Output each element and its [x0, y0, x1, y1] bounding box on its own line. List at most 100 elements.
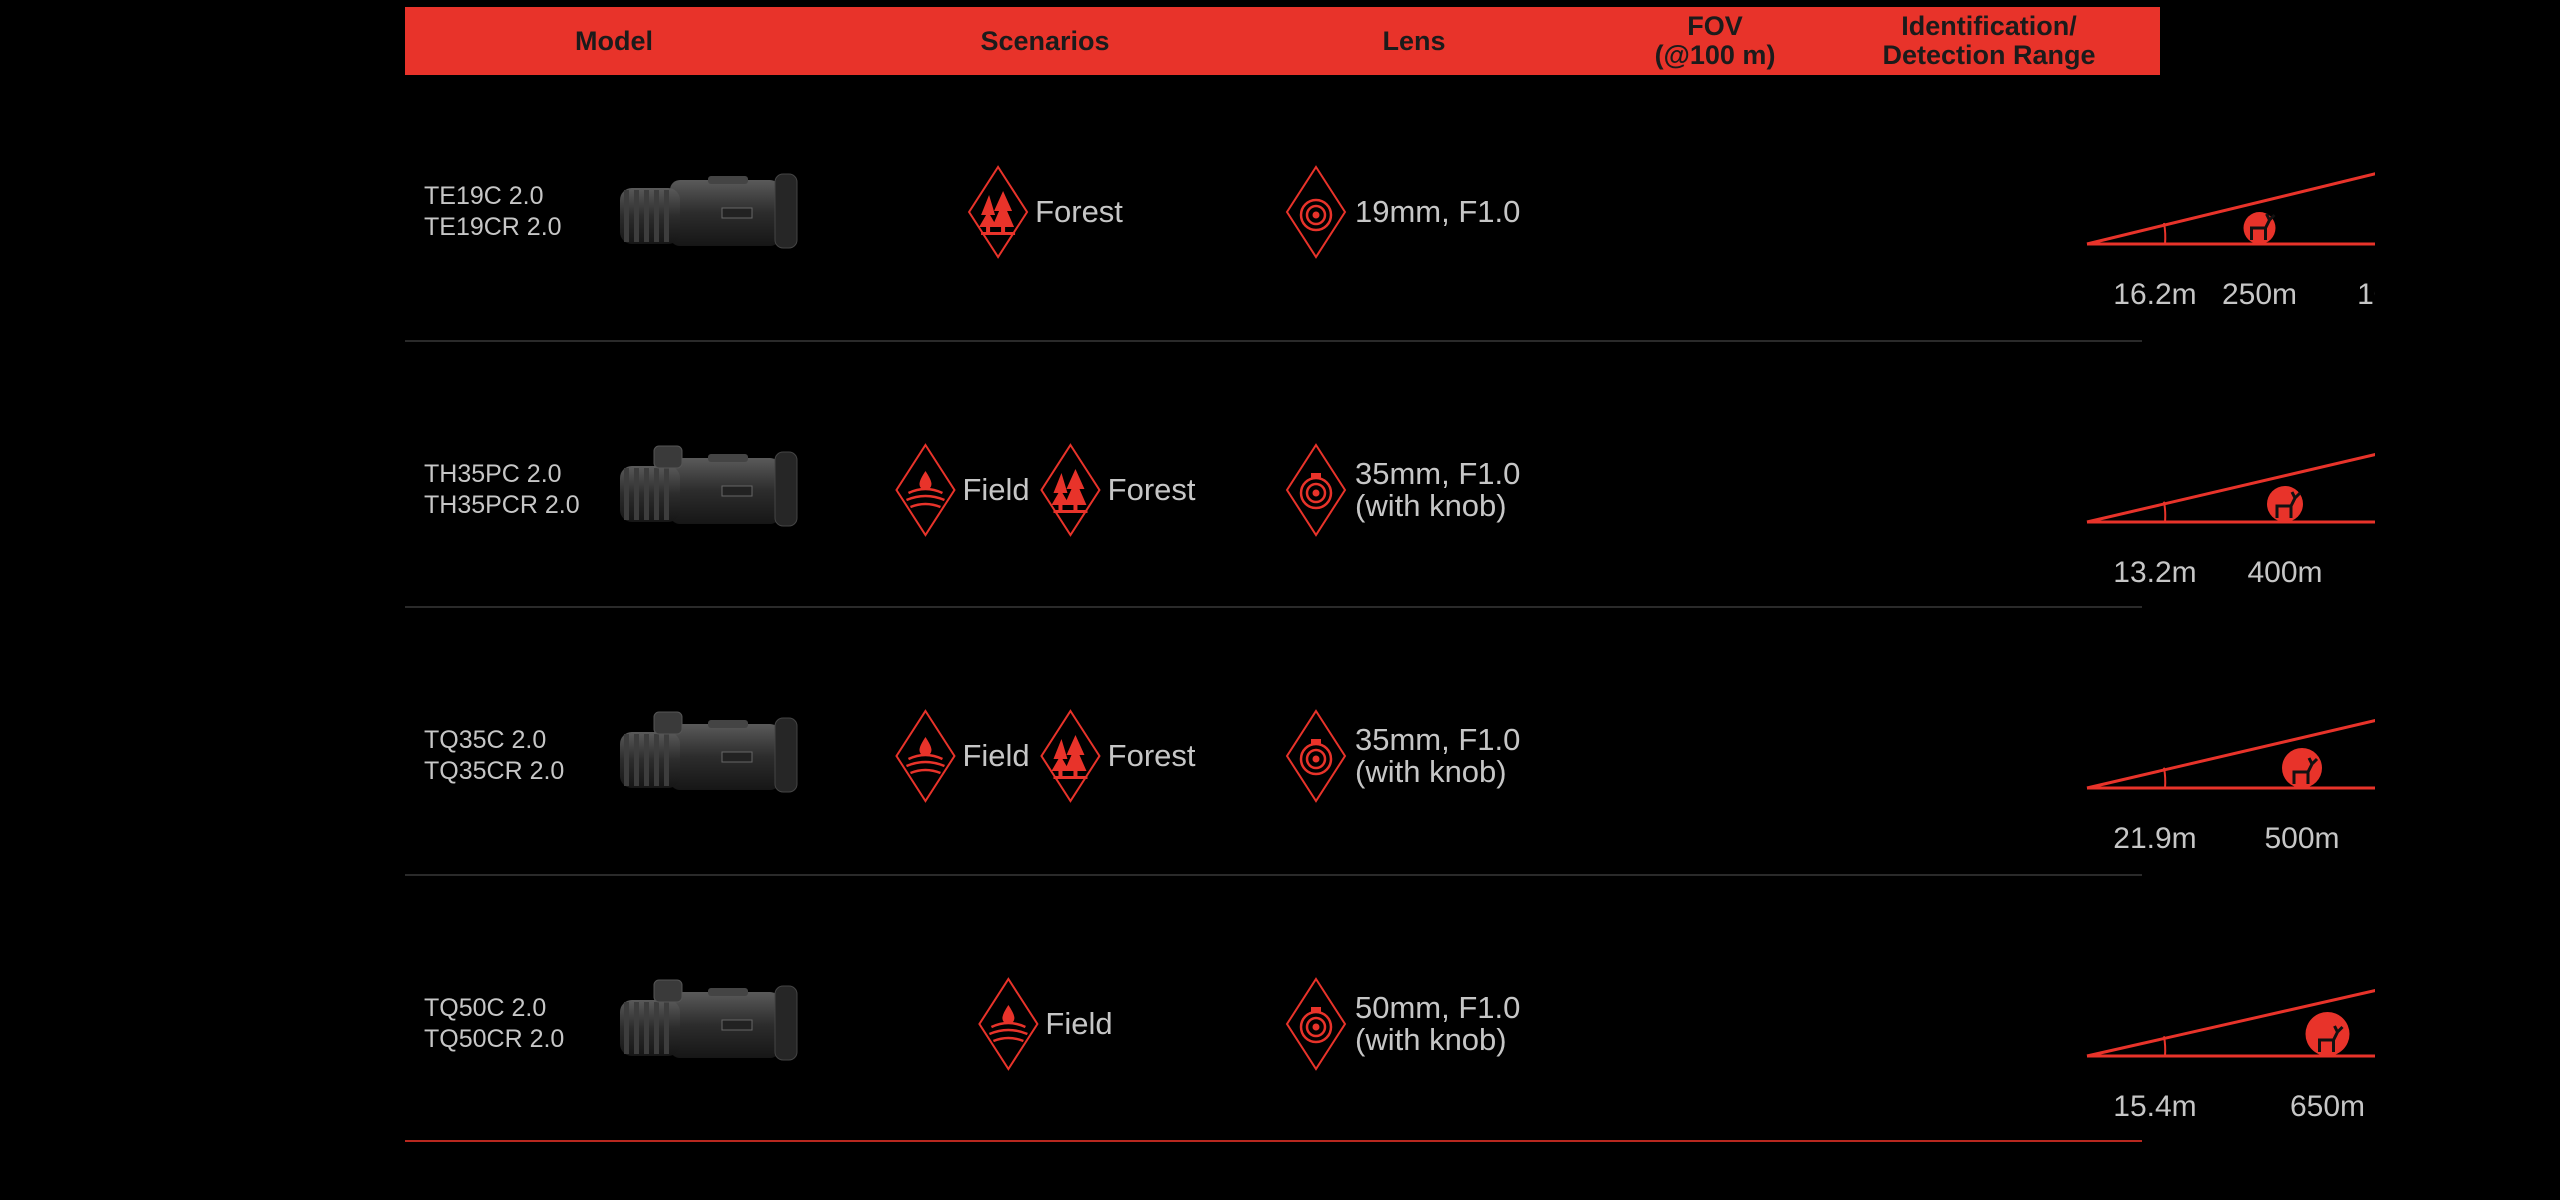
deer-icon: [2275, 491, 2302, 518]
table-row: TQ35C 2.0 TQ35CR 2.0 Field Forest 35mm, …: [405, 626, 2375, 886]
lens-icon: [1285, 709, 1347, 803]
header-range-line2: Detection Range: [1882, 40, 2096, 70]
lens-spec: 50mm, F1.0: [1355, 990, 1521, 1025]
forest-icon: [967, 165, 1029, 259]
row-divider: [405, 874, 2142, 876]
identification-range-value: 500m: [2264, 822, 2339, 855]
fov-value: 15.4m: [2113, 1090, 2196, 1123]
scenarios-cell: Field Forest: [894, 443, 1196, 537]
header-fov: FOV (@100 m): [1655, 7, 1776, 75]
forest-icon: [1040, 443, 1101, 537]
table-row: TE19C 2.0 TE19CR 2.0 Forest 19mm, F1.0 1…: [405, 82, 2375, 342]
thermal-clip-on-device-image: [620, 445, 798, 527]
scenario-label: Field: [1045, 1006, 1113, 1041]
identification-range-value: 400m: [2247, 556, 2322, 589]
identification-target-circle: [2267, 486, 2303, 522]
scenarios-cell: Forest: [967, 165, 1123, 259]
device-image: [610, 440, 810, 540]
identification-range-value: 250m: [2222, 278, 2297, 311]
identification-range-value: 650m: [2290, 1090, 2365, 1123]
fov-edge-line: [2086, 989, 2375, 1058]
deer-icon: [2318, 1025, 2344, 1052]
thermal-clip-on-device-image: [620, 979, 798, 1061]
fov-edge-line: [2086, 172, 2375, 246]
lens-spec: 35mm, F1.0: [1355, 456, 1521, 491]
thermal-clip-on-device-image: [620, 173, 798, 249]
row-divider: [405, 340, 2142, 342]
fov-value: 21.9m: [2113, 822, 2196, 855]
model-name: TH35PC 2.0: [424, 460, 562, 488]
fov-edge-line: [2086, 719, 2375, 790]
lens-icon: [1285, 977, 1347, 1071]
lens-spec: 35mm, F1.0: [1355, 722, 1521, 757]
field-icon: [895, 709, 956, 803]
range-diagram: 21.9m500m1800m: [2086, 719, 2375, 855]
header-range: Identification/ Detection Range: [1882, 7, 2095, 75]
deer-icon: [2250, 213, 2276, 240]
fov-angle-arc: [2163, 501, 2167, 523]
row-divider: [405, 1140, 2142, 1142]
scenarios-cell: Field: [977, 977, 1113, 1071]
model-name: TH35PCR 2.0: [424, 491, 580, 519]
identification-target-circle: [2305, 1012, 2350, 1056]
scenario-forest: Forest: [1040, 443, 1196, 537]
lens-cell: 35mm, F1.0 (with knob): [1285, 443, 1520, 537]
lens-note: (with knob): [1355, 1022, 1507, 1057]
header-fov-line2: (@100 m): [1654, 40, 1776, 70]
scenario-label: Forest: [1107, 472, 1196, 507]
scenario-label: Field: [962, 738, 1030, 773]
scenarios-cell: Field Forest: [894, 709, 1196, 803]
fov-value: 13.2m: [2113, 556, 2196, 589]
scenario-label: Field: [962, 472, 1030, 507]
model-name: TQ50CR 2.0: [424, 1025, 565, 1053]
fov-angle-arc: [2163, 1036, 2167, 1057]
model-name: TE19C 2.0: [424, 182, 544, 210]
lens-note: (with knob): [1355, 754, 1507, 789]
detection-range-value: 1000m: [2357, 278, 2375, 311]
header-model: Model: [575, 25, 653, 56]
fov-value: 16.2m: [2113, 278, 2196, 311]
fov-angle-arc: [2163, 222, 2167, 245]
fov-angle-arc: [2163, 767, 2167, 789]
model-names: TQ35C 2.0 TQ35CR 2.0: [424, 725, 564, 787]
lens-spec: 19mm, F1.0: [1355, 194, 1521, 229]
deer-icon: [2292, 757, 2319, 784]
lens-note: (with knob): [1355, 488, 1507, 523]
scenario-field: Field: [894, 443, 1030, 537]
model-name: TQ35C 2.0: [424, 726, 547, 754]
range-diagram: 13.2m400m1800m: [2086, 453, 2375, 589]
table-header: Model Scenarios Lens FOV (@100 m) Identi…: [405, 7, 2160, 75]
scenario-field: Field: [977, 977, 1113, 1071]
lens-icon: [1285, 443, 1347, 537]
scenario-label: Forest: [1107, 738, 1196, 773]
header-range-line1: Identification/: [1901, 11, 2077, 41]
scenario-field: Field: [894, 709, 1030, 803]
scenario-label: Forest: [1035, 194, 1123, 229]
header-scenarios: Scenarios: [980, 25, 1110, 56]
table-row: TH35PC 2.0 TH35PCR 2.0 Field Forest 35mm…: [405, 360, 2375, 620]
lens-cell: 35mm, F1.0 (with knob): [1285, 709, 1520, 803]
model-names: TH35PC 2.0 TH35PCR 2.0: [424, 459, 580, 521]
lens-icon: [1285, 165, 1347, 259]
forest-icon: [1040, 709, 1101, 803]
scenario-forest: Forest: [967, 165, 1123, 259]
identification-target-circle: [2282, 748, 2322, 788]
table-row: TQ50C 2.0 TQ50CR 2.0 Field 50mm, F1.0 (w…: [405, 894, 2375, 1154]
lens-cell: 50mm, F1.0 (with knob): [1285, 977, 1520, 1071]
model-name: TQ50C 2.0: [424, 994, 547, 1022]
field-icon: [978, 977, 1039, 1071]
model-names: TQ50C 2.0 TQ50CR 2.0: [424, 993, 564, 1055]
model-name: TE19CR 2.0: [424, 213, 562, 241]
scenario-forest: Forest: [1040, 709, 1196, 803]
thermal-clip-on-device-image: [620, 711, 798, 793]
device-image: [610, 974, 810, 1074]
lens-cell: 19mm, F1.0: [1285, 165, 1520, 259]
device-image: [610, 706, 810, 806]
model-names: TE19C 2.0 TE19CR 2.0: [424, 181, 562, 243]
header-fov-line1: FOV: [1687, 11, 1743, 41]
field-icon: [895, 443, 956, 537]
range-diagram: 16.2m 250m 1000m: [2086, 172, 2375, 311]
header-lens: Lens: [1382, 25, 1446, 56]
model-name: TQ35CR 2.0: [424, 757, 565, 785]
fov-edge-line: [2086, 453, 2375, 524]
